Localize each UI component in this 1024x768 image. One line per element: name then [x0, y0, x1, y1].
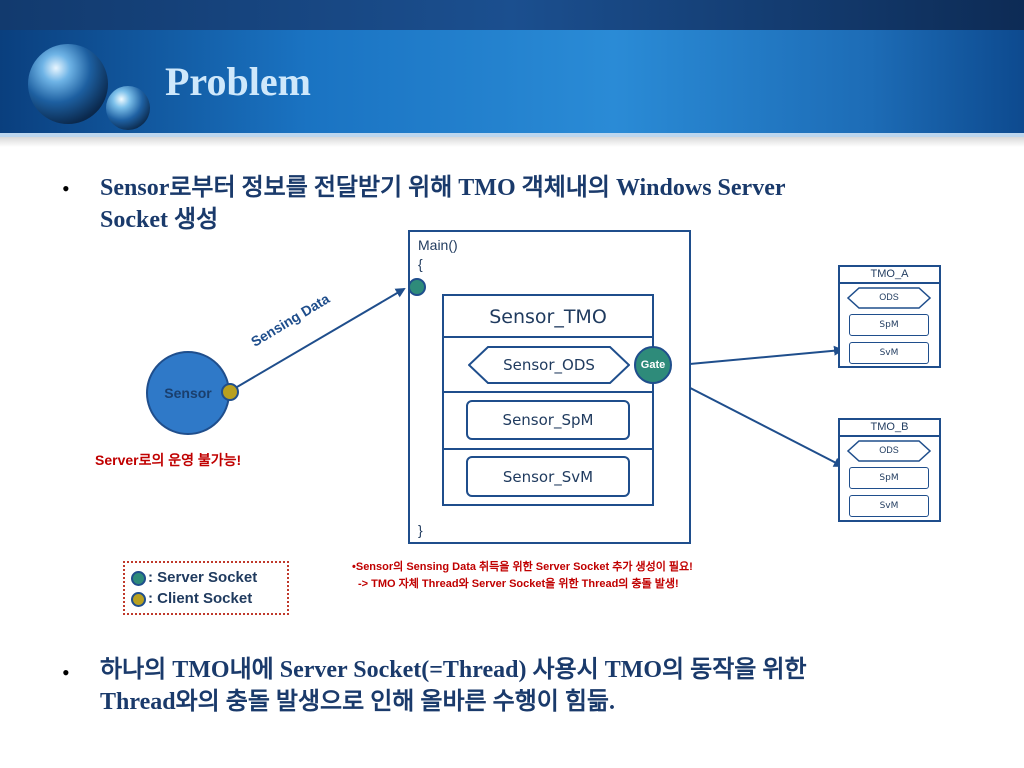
sensor-tmo-title: Sensor_TMO: [489, 306, 607, 328]
legend-server-socket: : Server Socket: [148, 569, 258, 586]
client-socket-icon: [221, 383, 239, 401]
sensor-spm-label: Sensor_SpM: [502, 411, 594, 429]
note-line-2: -> TMO 자체 Thread와 Server Socket을 위한 Thre…: [358, 578, 679, 590]
tmo-a-svm-label: SvM: [879, 348, 899, 358]
tmo-b-divider: [838, 435, 941, 437]
server-note: Server로의 운영 불가능!: [95, 452, 242, 468]
sensing-data-arrow: [236, 287, 406, 388]
sensor-tmo-divider-1: [442, 336, 654, 338]
client-socket-legend-icon: [131, 592, 146, 607]
tmo-b-spm-label: SpM: [879, 473, 899, 483]
slide-title: Problem: [165, 59, 311, 104]
tmo-b-ods-label: ODS: [879, 445, 899, 455]
tmo-a-spm-box: SpM: [849, 314, 929, 336]
tmo-b-spm-box: SpM: [849, 467, 929, 489]
bullet-marker-2: •: [62, 660, 70, 685]
small-globe-icon: [106, 86, 150, 130]
legend-client-socket: : Client Socket: [148, 590, 253, 607]
sensor-svm-box: Sensor_SvM: [466, 456, 630, 497]
sensor-label: Sensor: [164, 385, 212, 401]
main-function-label: Main(): [418, 237, 458, 253]
tmo-a-ods-label: ODS: [879, 292, 899, 302]
server-socket-legend-icon: [131, 571, 146, 586]
sensor-tmo-divider-3: [442, 448, 654, 450]
bullet-marker: •: [62, 176, 70, 201]
tmo-b-title: TMO_B: [870, 421, 909, 433]
bullet-2-line-1: 하나의 TMO내에 Server Socket(=Thread) 사용시 TMO…: [100, 657, 807, 683]
bullet-1: Sensor로부터 정보를 전달받기 위해 TMO 객체내의 Windows S…: [100, 172, 980, 236]
gate-node: Gate: [634, 346, 672, 384]
sensor-svm-label: Sensor_SvM: [502, 467, 594, 486]
sensor-ods-shape: [468, 346, 630, 384]
tmo-b-ods-shape: [847, 440, 931, 462]
open-brace: {: [418, 256, 423, 272]
slide-header: [0, 0, 1024, 134]
sensor-spm-box: Sensor_SpM: [466, 400, 630, 440]
tmo-a-title: TMO_A: [870, 268, 909, 280]
legend-box: : Server Socket : Client Socket: [123, 561, 289, 615]
gate-to-tmo-b-arrow: [662, 373, 844, 467]
sensor-tmo-divider-2: [442, 391, 654, 393]
tmo-a-divider: [838, 282, 941, 284]
bullet-1-line-2: Socket 생성: [100, 207, 219, 233]
bullet-2: 하나의 TMO내에 Server Socket(=Thread) 사용시 TMO…: [100, 654, 980, 718]
server-socket-icon: [408, 278, 426, 296]
globe-logo-icon: [28, 44, 108, 124]
gate-label: Gate: [640, 359, 666, 371]
tmo-a-spm-label: SpM: [879, 320, 899, 330]
tmo-a-svm-box: SvM: [849, 342, 929, 364]
bullet-2-line-2: Thread와의 충돌 발생으로 인해 올바른 수행이 힘듦.: [100, 689, 616, 715]
close-brace: }: [418, 522, 423, 538]
tmo-b-svm-label: SvM: [879, 501, 899, 511]
gate-to-tmo-a-arrow: [667, 345, 844, 367]
header-top-bar: [0, 0, 1024, 30]
note-line-1: •Sensor의 Sensing Data 취득을 위한 Server Sock…: [352, 561, 693, 573]
tmo-a-ods-shape: [847, 287, 931, 309]
sensor-ods-label: Sensor_ODS: [503, 356, 595, 374]
header-shadow: [0, 137, 1024, 147]
header-divider: [0, 133, 1024, 137]
sensor-node: Sensor: [146, 351, 230, 435]
tmo-b-svm-box: SvM: [849, 495, 929, 517]
bullet-1-line-1: Sensor로부터 정보를 전달받기 위해 TMO 객체내의 Windows S…: [100, 175, 786, 201]
